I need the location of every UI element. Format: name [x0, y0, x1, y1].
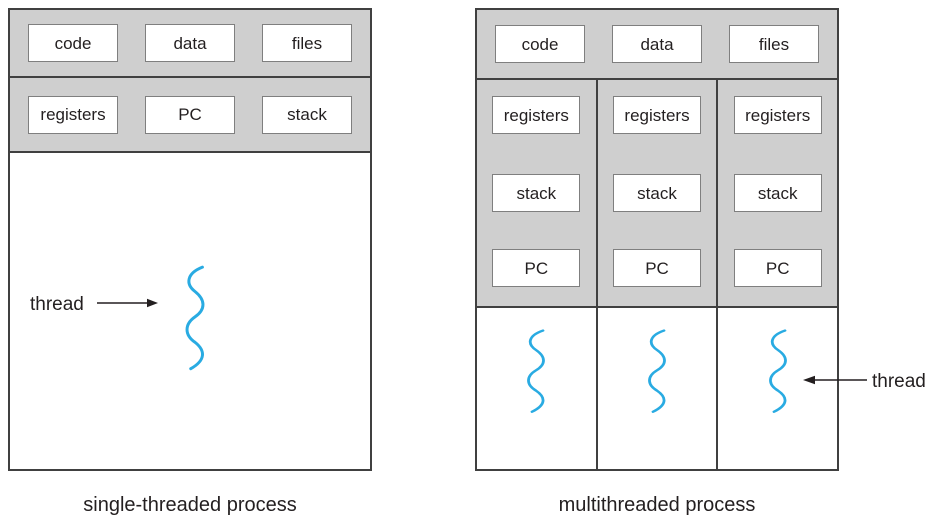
code-box: code	[28, 24, 118, 62]
pc-box: PC	[492, 249, 581, 287]
pc-box: PC	[733, 249, 822, 287]
thread-column-3: registers stack PC	[716, 80, 838, 469]
caption-multithreaded: multithreaded process	[558, 494, 756, 516]
single-threaded-process-diagram: code data files registers PC stack	[8, 8, 372, 471]
stack-box: stack	[613, 174, 701, 212]
thread-state-section: registers stack PC	[597, 80, 717, 308]
registers-box: registers	[28, 95, 118, 134]
caption-single-threaded: single-threaded process	[83, 494, 297, 516]
code-box: code	[495, 25, 585, 63]
thread-label-right: thread	[872, 371, 926, 392]
pc-box: PC	[613, 249, 701, 287]
stack-box: stack	[733, 174, 822, 212]
data-box: data	[145, 24, 235, 62]
files-box: files	[262, 24, 352, 62]
thread-state-section: registers stack PC	[718, 80, 838, 308]
thread-squiggle-icon	[768, 329, 787, 413]
thread-column-1: registers stack PC	[477, 80, 596, 469]
registers-box: registers	[613, 96, 701, 134]
thread-squiggle-icon	[185, 265, 205, 371]
pc-box: PC	[145, 95, 235, 134]
thread-squiggle-icon	[527, 329, 546, 413]
multithreaded-process-diagram: code data files registers stack PC	[475, 8, 839, 471]
files-box: files	[729, 25, 819, 63]
thread-squiggle-icon	[648, 329, 666, 413]
thread-column-2: registers stack PC	[595, 80, 717, 469]
left-arrow-icon	[803, 375, 867, 385]
shared-sections-band: code data files	[477, 10, 837, 80]
thread-body	[718, 308, 838, 469]
thread-body	[597, 308, 717, 469]
registers-box: registers	[733, 96, 822, 134]
thread-body	[477, 308, 596, 469]
thread-label-left: thread	[30, 294, 84, 315]
right-arrow-icon	[97, 298, 158, 308]
stack-box: stack	[262, 95, 352, 134]
thread-state-section: registers stack PC	[477, 80, 596, 308]
stack-box: stack	[492, 174, 581, 212]
data-box: data	[612, 25, 702, 63]
thread-state-band: registers PC stack	[10, 78, 370, 153]
registers-box: registers	[492, 96, 581, 134]
thread-columns: registers stack PC registers stack PC	[477, 80, 838, 469]
shared-sections-band: code data files	[10, 10, 370, 78]
